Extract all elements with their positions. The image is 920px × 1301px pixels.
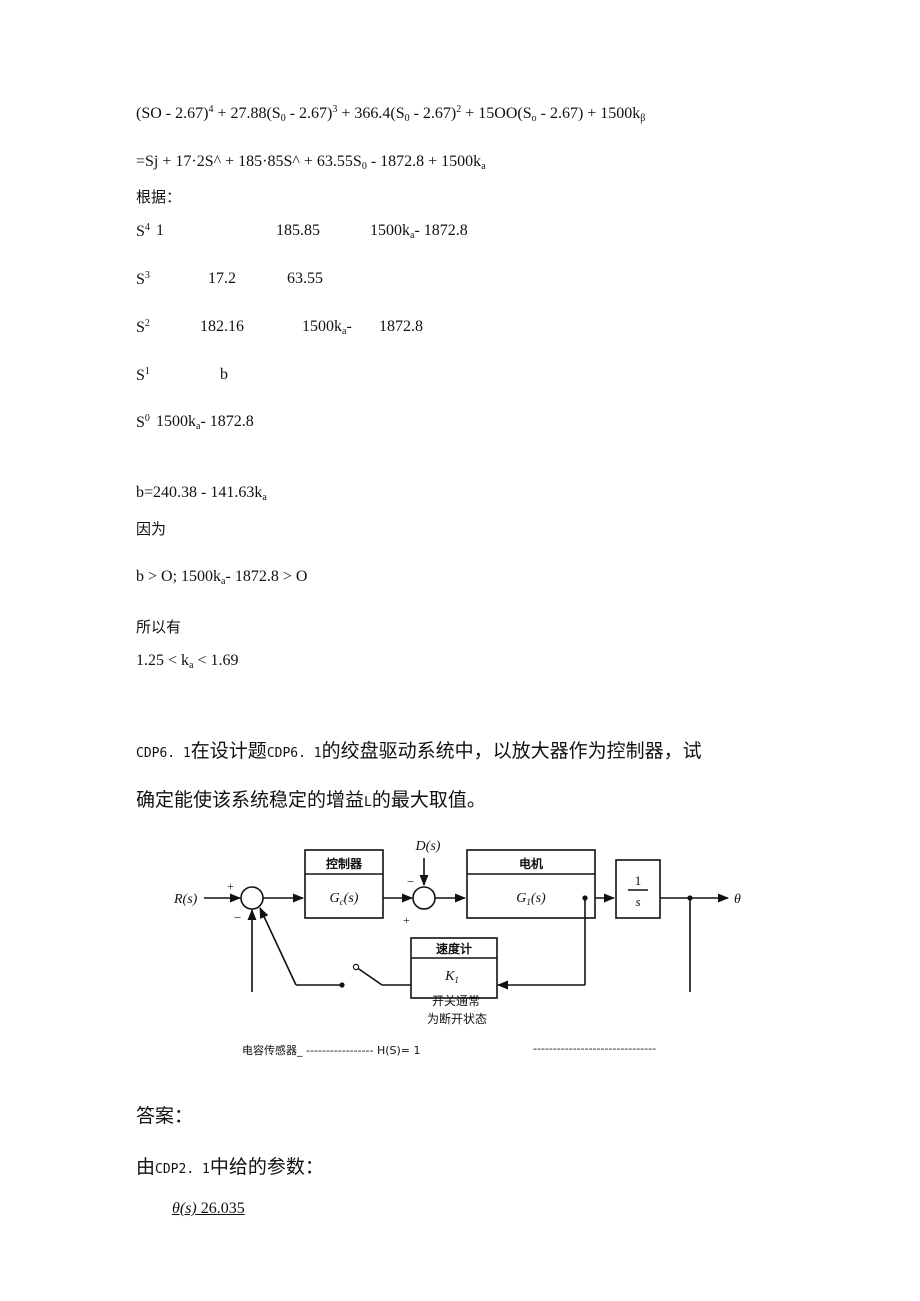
basis-label: 根据： — [136, 188, 182, 206]
routh-cell: 1872.8 — [379, 318, 423, 335]
eq-term: - 2.67) — [285, 105, 333, 122]
feedback-switch — [355, 966, 383, 986]
controller-tf: Gc(s) — [330, 891, 359, 907]
sign-minus: − — [234, 910, 241, 925]
tachometer-gain: K1 — [444, 969, 459, 985]
eq-term: + 27.88(S — [213, 105, 281, 122]
row-power: 1 — [144, 366, 150, 377]
stability-conditions: b > O; 1500ka- 1872.8 > O — [136, 568, 308, 587]
routh-cell: 1500ka- — [302, 318, 352, 337]
motor-tf: G1(s) — [516, 891, 546, 907]
row-label: S — [136, 367, 145, 384]
motor-title: 电机 — [519, 856, 543, 871]
eq-subscript: β — [640, 113, 646, 124]
sign-plus: + — [227, 879, 234, 893]
eq-term: - 2.67) — [409, 105, 457, 122]
eq-term: - 1872.8 + 1500k — [366, 153, 482, 170]
transfer-function-line: θ(s) 26.035 — [172, 1200, 245, 1217]
eq-exponent: 4 — [208, 104, 214, 115]
b-definition: b=240.38 - 141.63ka — [136, 484, 267, 503]
integrator-block — [615, 859, 661, 919]
routh-cell: b — [220, 366, 228, 383]
eq-term: + 15OO(S — [461, 105, 532, 122]
sign-plus: + — [403, 913, 410, 927]
output-label: θ — [734, 892, 741, 907]
eq-term: + 366.4(S — [337, 105, 405, 122]
tachometer-block — [410, 937, 498, 999]
controller-title: 控制器 — [326, 856, 363, 871]
problem-line-2: 确定能使该系统稳定的增益L的最大取值。 — [136, 789, 486, 811]
input-label: R(s) — [173, 892, 198, 907]
eq-exponent: 2 — [456, 104, 462, 115]
answer-label: 答案： — [136, 1105, 194, 1127]
sensor-dashes: ------------------------------- — [533, 1042, 657, 1055]
eq-subscript: 0 — [361, 161, 367, 172]
block-diagram: R(s) + − 控制器 Gc(s) D(s) − + 电机 G1(s) 1 s… — [173, 839, 741, 999]
switch-note-2: 为断开状态 — [427, 1012, 488, 1026]
row-label: S — [136, 414, 145, 431]
eq-subscript: 0 — [280, 113, 286, 124]
eq-exponent: 3 — [332, 104, 338, 115]
row-label: S — [136, 271, 145, 288]
routh-cell: 1500ka- 1872.8 — [156, 413, 254, 432]
sign-minus: − — [407, 874, 414, 889]
summing-junction-2 — [412, 886, 436, 910]
eq-term: =Sj + 17·2S^ + 185·85S^ + 63.55S — [136, 153, 362, 170]
tachometer-title: 速度计 — [436, 941, 472, 956]
controller-block — [304, 849, 384, 919]
eq-subscript: a — [481, 161, 486, 172]
eq-term: - 2.67) + 1500k — [536, 105, 641, 122]
given-params: 由CDP2. 1中给的参数： — [136, 1156, 324, 1178]
switch-note-1: 开关通常 — [432, 994, 481, 1008]
motor-block — [466, 849, 596, 919]
routh-cell: 63.55 — [287, 270, 323, 287]
row-label: S — [136, 319, 145, 336]
integrator-numerator: 1 — [635, 873, 642, 888]
equation-line-1: (SO - 2.67)4 + 27.88(S0 - 2.67)3 + 366.4… — [136, 104, 645, 124]
disturbance-label: D(s) — [415, 839, 441, 854]
summing-junction-1 — [240, 886, 264, 910]
sensor-label: 电容传感器_ ----------------- H(S)= 1 — [242, 1044, 421, 1057]
row-label: S — [136, 223, 145, 240]
gain-range: 1.25 < ka < 1.69 — [136, 652, 239, 671]
routh-cell: 17.2 — [208, 270, 236, 287]
eq-subscript: 0 — [404, 113, 410, 124]
therefore-label: 所以有 — [136, 618, 182, 636]
routh-cell: 185.85 — [276, 222, 320, 239]
problem-line-1: CDP6. 1在设计题CDP6. 1的绞盘驱动系统中，以放大器作为控制器，试 — [136, 740, 702, 762]
routh-cell: 1500ka- 1872.8 — [370, 222, 468, 241]
integrator-denominator: s — [635, 894, 640, 909]
equation-line-2: =Sj + 17·2S^ + 185·85S^ + 63.55S0 - 1872… — [136, 153, 486, 172]
because-label: 因为 — [136, 520, 167, 538]
row-power: 2 — [144, 318, 150, 329]
eq-subscript: o — [531, 113, 537, 124]
row-power: 3 — [144, 270, 150, 281]
routh-cell: 1 — [156, 222, 164, 239]
row-power: 4 — [144, 222, 150, 233]
eq-term: (SO - 2.67) — [136, 105, 209, 122]
row-power: 0 — [144, 413, 150, 424]
routh-cell: 182.16 — [200, 318, 244, 335]
